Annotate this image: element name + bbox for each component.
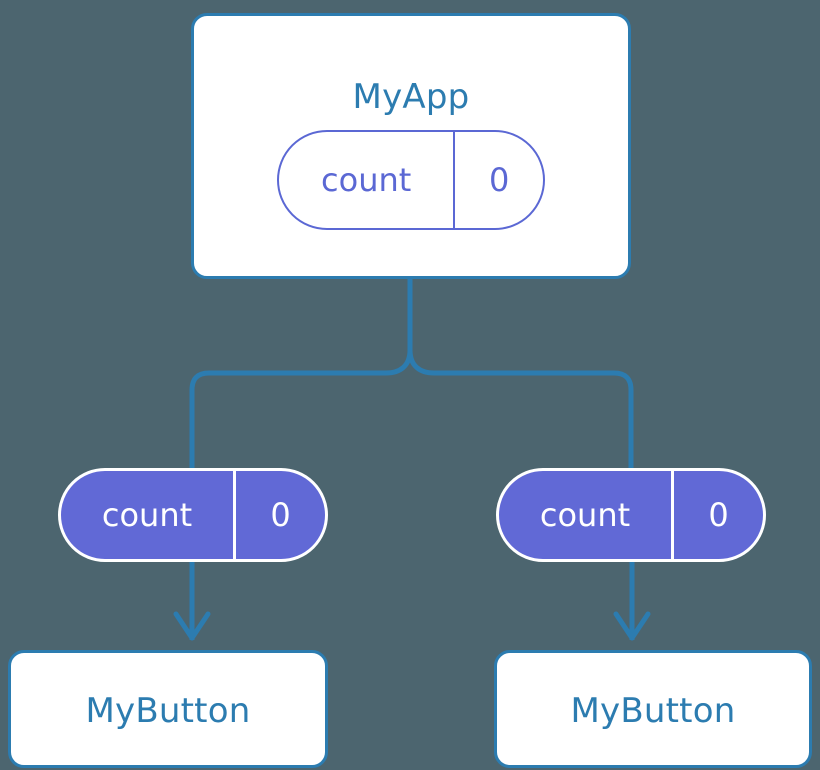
state-pill-right[interactable]: count 0 <box>496 468 766 562</box>
component-card-mybutton-left[interactable]: MyButton <box>8 650 328 768</box>
component-card-mybutton-right[interactable]: MyButton <box>494 650 812 768</box>
state-pill-root[interactable]: count 0 <box>277 130 545 230</box>
state-key-root: count <box>321 161 412 199</box>
state-value-right: 0 <box>671 471 763 559</box>
state-value-root: 0 <box>453 132 543 228</box>
state-value-left: 0 <box>233 471 325 559</box>
edge-root-to-left-state <box>189 349 413 468</box>
component-title-mybutton-right: MyButton <box>570 691 736 731</box>
arrowhead-right <box>613 611 651 641</box>
state-pill-left[interactable]: count 0 <box>58 468 328 562</box>
component-title-mybutton-left: MyButton <box>85 691 251 731</box>
arrowhead-left <box>173 611 211 641</box>
edge-root-to-right-state <box>407 349 634 468</box>
state-key-left: count <box>101 496 193 534</box>
state-key-right: count <box>539 496 631 534</box>
component-title-myapp: MyApp <box>352 77 470 117</box>
